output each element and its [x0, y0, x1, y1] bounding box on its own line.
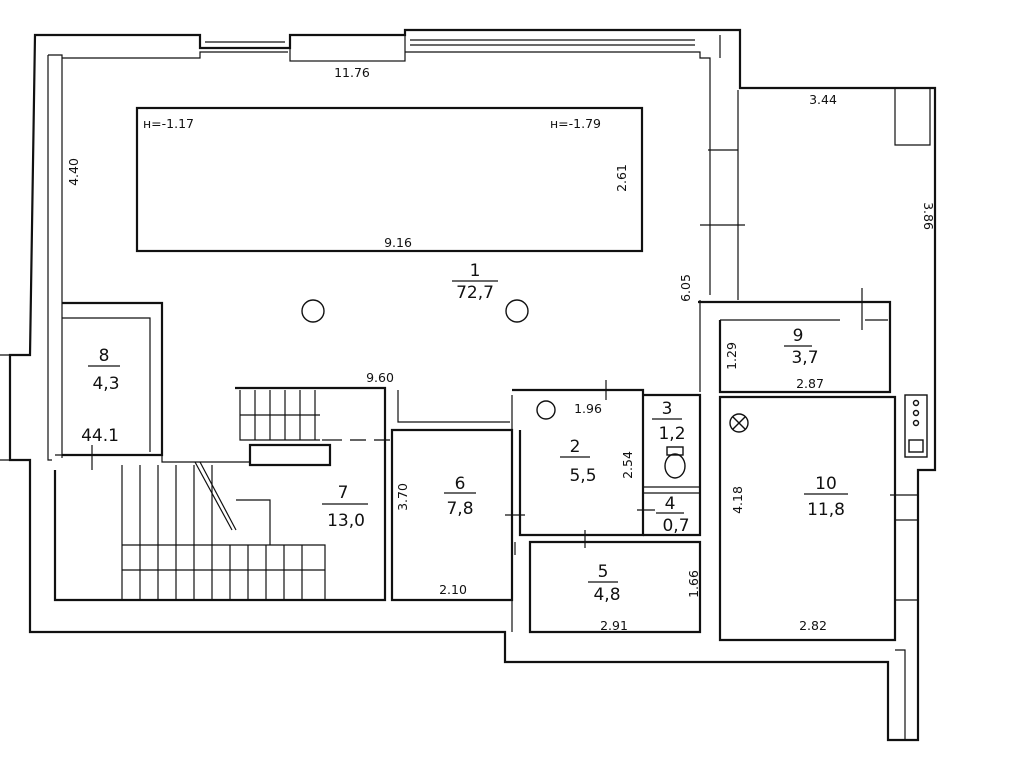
- dim-room6-height: 3.70: [395, 483, 410, 511]
- toilet: [664, 446, 686, 479]
- room-1-area: 72,7: [456, 283, 494, 303]
- room-10-area: 11,8: [807, 500, 845, 520]
- dim-top-width: 11.76: [334, 65, 370, 80]
- room-labels: 1 72,7 2 5,5 3 1,2 4 0,7 5 4,8 6 7,8 7 1…: [88, 261, 848, 605]
- room-8-area: 4,3: [92, 374, 119, 394]
- dim-room5-height: 1.66: [686, 570, 701, 598]
- room-1-number: 1: [470, 261, 481, 281]
- room-2-area: 5,5: [569, 466, 596, 486]
- room-2-number: 2: [570, 437, 581, 457]
- dim-pool-width: 9.16: [384, 235, 412, 250]
- room-5-number: 5: [598, 562, 609, 582]
- outer-walls: [0, 28, 937, 742]
- column: [301, 299, 325, 323]
- room-3-number: 3: [662, 399, 673, 419]
- interior-walls: [53, 300, 918, 642]
- staircase-upper: [239, 390, 320, 441]
- dim-room6-width: 2.10: [439, 582, 467, 597]
- dim-corner-room-height: 3.86: [921, 202, 936, 230]
- dim-room2-height: 2.54: [620, 451, 635, 479]
- room-4-number: 4: [665, 494, 676, 514]
- window-top: [205, 34, 695, 62]
- room-9-number: 9: [793, 326, 804, 346]
- staircase-lower: [121, 461, 326, 600]
- dim-room9-height: 1.29: [724, 342, 739, 370]
- door-marks: [91, 224, 918, 555]
- elevation-left: н=-1.17: [143, 116, 194, 131]
- room-3-area: 1,2: [658, 424, 685, 444]
- room-6-number: 6: [455, 474, 466, 494]
- dim-pool-height: 2.61: [614, 164, 629, 192]
- boiler: [729, 413, 749, 433]
- pool: [135, 106, 644, 253]
- room-9-area: 3,7: [791, 348, 818, 368]
- dim-hall-width: 9.60: [366, 370, 394, 385]
- dim-corner-room-width: 3.44: [809, 92, 837, 107]
- dim-room10-height: 4.18: [730, 486, 745, 514]
- stove: [904, 394, 928, 458]
- dim-room9-width: 2.87: [796, 376, 824, 391]
- room-6-area: 7,8: [446, 499, 473, 519]
- room-10-number: 10: [815, 474, 837, 494]
- room-7-area: 13,0: [327, 511, 365, 531]
- dim-room10-width: 2.82: [799, 618, 827, 633]
- dim-room2-width: 1.96: [574, 401, 602, 416]
- elevation-right: н=-1.79: [550, 116, 601, 131]
- dimension-labels: 11.76 4.40 9.16 2.61 6.05 9.60 3.44 3.86…: [66, 65, 936, 633]
- floor-drain: [536, 400, 556, 420]
- room-7-number: 7: [338, 483, 349, 503]
- dim-hall-depth: 6.05: [678, 274, 693, 302]
- column: [505, 299, 529, 323]
- dim-room5-width: 2.91: [600, 618, 628, 633]
- room-8-number: 8: [99, 346, 110, 366]
- dim-left-height: 4.40: [66, 158, 81, 186]
- dim-room8-width: 44.1: [81, 426, 119, 446]
- elevation-marks: н=-1.17 н=-1.79: [143, 116, 601, 131]
- room-4-area: 0,7: [662, 516, 689, 536]
- room-5-area: 4,8: [593, 585, 620, 605]
